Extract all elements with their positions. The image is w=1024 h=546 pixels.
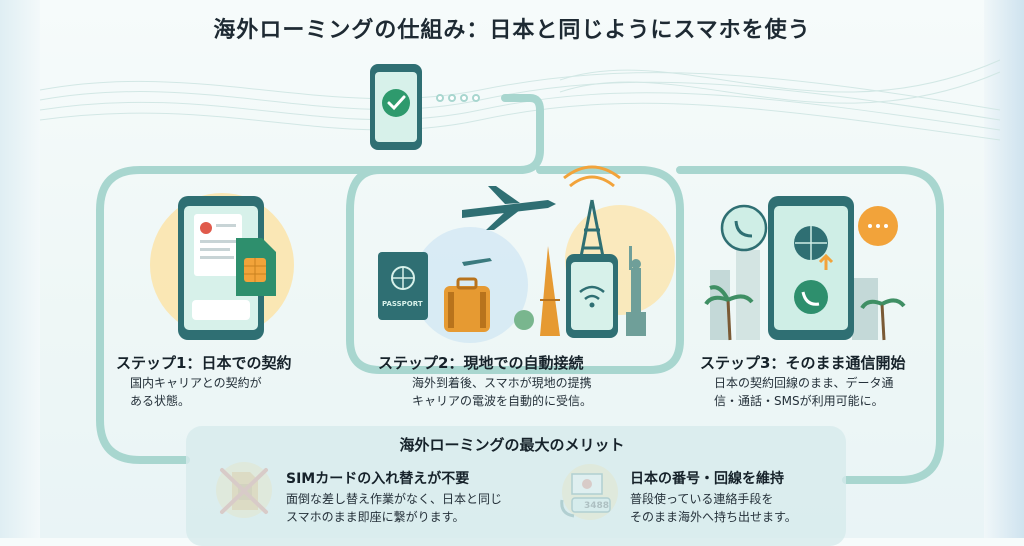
right-edge-decoration xyxy=(984,0,1024,538)
step1-desc-line2: ある状態。 xyxy=(130,394,191,408)
message-bubble-icon xyxy=(858,206,898,246)
step1-desc-line1: 国内キャリアとの契約が xyxy=(130,376,262,390)
merit-title: 海外ローミングの最大のメリット xyxy=(399,436,625,454)
cell-tower-icon xyxy=(563,165,621,263)
merit-panel xyxy=(186,426,846,546)
merit1-heading: SIMカードの入れ替えが不要 xyxy=(286,471,470,487)
page-title: 海外ローミングの仕組み：日本と同じようにスマホを使う xyxy=(213,18,811,43)
step2-desc-line2: キャリアの電波を自動的に受信。 xyxy=(412,394,593,408)
phone-chat-bubble-icon xyxy=(720,204,768,252)
flow-path xyxy=(96,94,944,484)
step2-label: ステップ2：現地での自動接続 xyxy=(378,354,584,372)
statue-of-liberty-icon xyxy=(626,246,646,336)
step3-illustration xyxy=(704,196,906,341)
step3-desc-line2: 信・通話・SMSが利用可能に。 xyxy=(714,394,884,408)
passport-label: PASSPORT xyxy=(382,300,423,308)
passport-icon xyxy=(378,252,428,320)
step1-label: ステップ1：日本での契約 xyxy=(116,354,292,372)
merit1-desc-line1: 面倒な差し替え作業がなく、日本と同じ xyxy=(286,492,503,506)
palm-tree-icon xyxy=(704,285,906,341)
background-waves xyxy=(39,59,1001,141)
merit2-heading: 日本の番号・回線を維持 xyxy=(630,471,784,487)
small-plane-icon xyxy=(462,258,492,266)
step2-desc-line1: 海外到着後、スマホが現地の提携 xyxy=(412,376,592,390)
airplane-icon xyxy=(462,186,556,230)
step1-illustration xyxy=(150,193,294,340)
top-phone-check xyxy=(370,64,422,150)
tree-icon xyxy=(514,310,534,330)
merit2-desc-line1: 普段使っている連絡手段を xyxy=(630,492,774,506)
left-edge-decoration xyxy=(0,0,40,538)
flow-dots xyxy=(436,94,480,102)
step2-illustration xyxy=(378,165,675,343)
suitcase-icon xyxy=(444,277,490,332)
sim-card-icon xyxy=(236,238,276,296)
merit1-desc-line2: スマホのまま即座に繋がります。 xyxy=(286,510,465,524)
step2-phone xyxy=(566,254,618,338)
eiffel-tower-icon xyxy=(540,246,560,336)
step3-desc-line1: 日本の契約回線のまま、データ通 xyxy=(714,376,894,390)
merit2-desc-line2: そのまま海外へ持ち出せます。 xyxy=(630,510,797,524)
step3-label: ステップ3：そのまま通信開始 xyxy=(700,354,906,372)
